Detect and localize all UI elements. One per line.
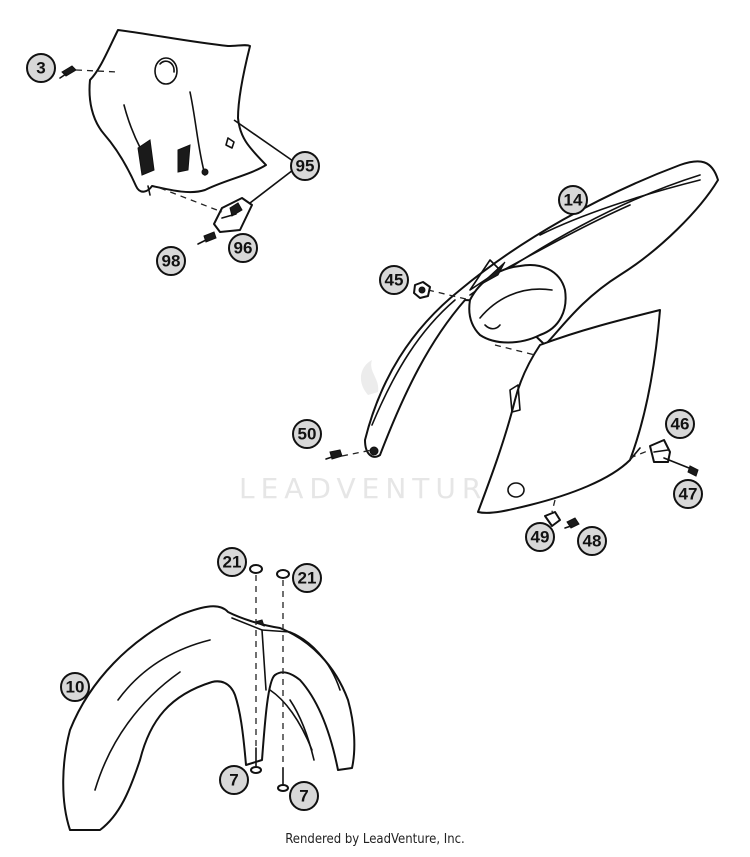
front-fender xyxy=(62,605,356,831)
watermark: LEADVENTURE xyxy=(239,360,511,505)
callout-47[interactable]: 47 xyxy=(673,479,703,509)
watermark-flame-icon xyxy=(360,360,379,395)
assembly-line xyxy=(75,69,119,73)
footer-credit: Rendered by LeadVenture, Inc. xyxy=(285,832,465,847)
callout-96[interactable]: 96 xyxy=(228,233,258,263)
svg-text:95: 95 xyxy=(296,157,315,176)
screw-3 xyxy=(59,65,77,79)
screw-7b xyxy=(277,767,289,792)
leader-lines xyxy=(233,119,574,211)
assembly-line xyxy=(494,344,536,356)
callout-95[interactable]: 95 xyxy=(290,151,320,181)
grommet-46 xyxy=(649,439,671,463)
callout-21b[interactable]: 21 xyxy=(292,563,322,593)
callout-7a[interactable]: 7 xyxy=(219,765,249,795)
callout-45[interactable]: 45 xyxy=(379,265,409,295)
screw-98 xyxy=(197,231,217,245)
watermark-text: LEADVENTURE xyxy=(239,472,511,505)
svg-text:96: 96 xyxy=(234,239,253,258)
svg-text:3: 3 xyxy=(36,59,45,78)
washer-21a xyxy=(249,564,263,574)
svg-text:50: 50 xyxy=(298,425,317,444)
svg-text:21: 21 xyxy=(223,553,242,572)
callout-3[interactable]: 3 xyxy=(26,53,56,83)
svg-text:7: 7 xyxy=(299,787,308,806)
svg-text:46: 46 xyxy=(671,415,690,434)
callout-49[interactable]: 49 xyxy=(525,522,555,552)
callout-50[interactable]: 50 xyxy=(292,419,322,449)
rear-fender xyxy=(364,160,719,458)
screw-48 xyxy=(564,517,580,529)
assembly-line xyxy=(427,289,471,301)
screw-50 xyxy=(325,449,343,460)
svg-text:14: 14 xyxy=(564,191,583,210)
svg-text:7: 7 xyxy=(229,771,238,790)
screw-7a xyxy=(250,747,262,774)
callout-14[interactable]: 14 xyxy=(558,185,588,215)
plate-bracket xyxy=(213,197,253,233)
callout-10[interactable]: 10 xyxy=(60,672,90,702)
callout-21a[interactable]: 21 xyxy=(217,547,247,577)
assembly-line xyxy=(341,449,373,457)
nut-45 xyxy=(413,281,431,299)
svg-text:10: 10 xyxy=(66,678,85,697)
screw-47 xyxy=(663,457,699,477)
callout-98[interactable]: 98 xyxy=(156,246,186,276)
svg-text:49: 49 xyxy=(531,528,550,547)
washer-21b xyxy=(276,569,290,579)
svg-text:48: 48 xyxy=(583,532,602,551)
number-plate xyxy=(88,29,267,196)
side-panel xyxy=(477,309,661,514)
callout-46[interactable]: 46 xyxy=(665,409,695,439)
callout-48[interactable]: 48 xyxy=(577,526,607,556)
assembly-line xyxy=(551,499,556,513)
svg-text:98: 98 xyxy=(162,252,181,271)
washer-49 xyxy=(544,511,561,527)
svg-text:21: 21 xyxy=(298,569,317,588)
callout-7b[interactable]: 7 xyxy=(289,781,319,811)
assembly-line xyxy=(159,187,223,213)
svg-text:47: 47 xyxy=(679,485,698,504)
svg-text:45: 45 xyxy=(385,271,404,290)
